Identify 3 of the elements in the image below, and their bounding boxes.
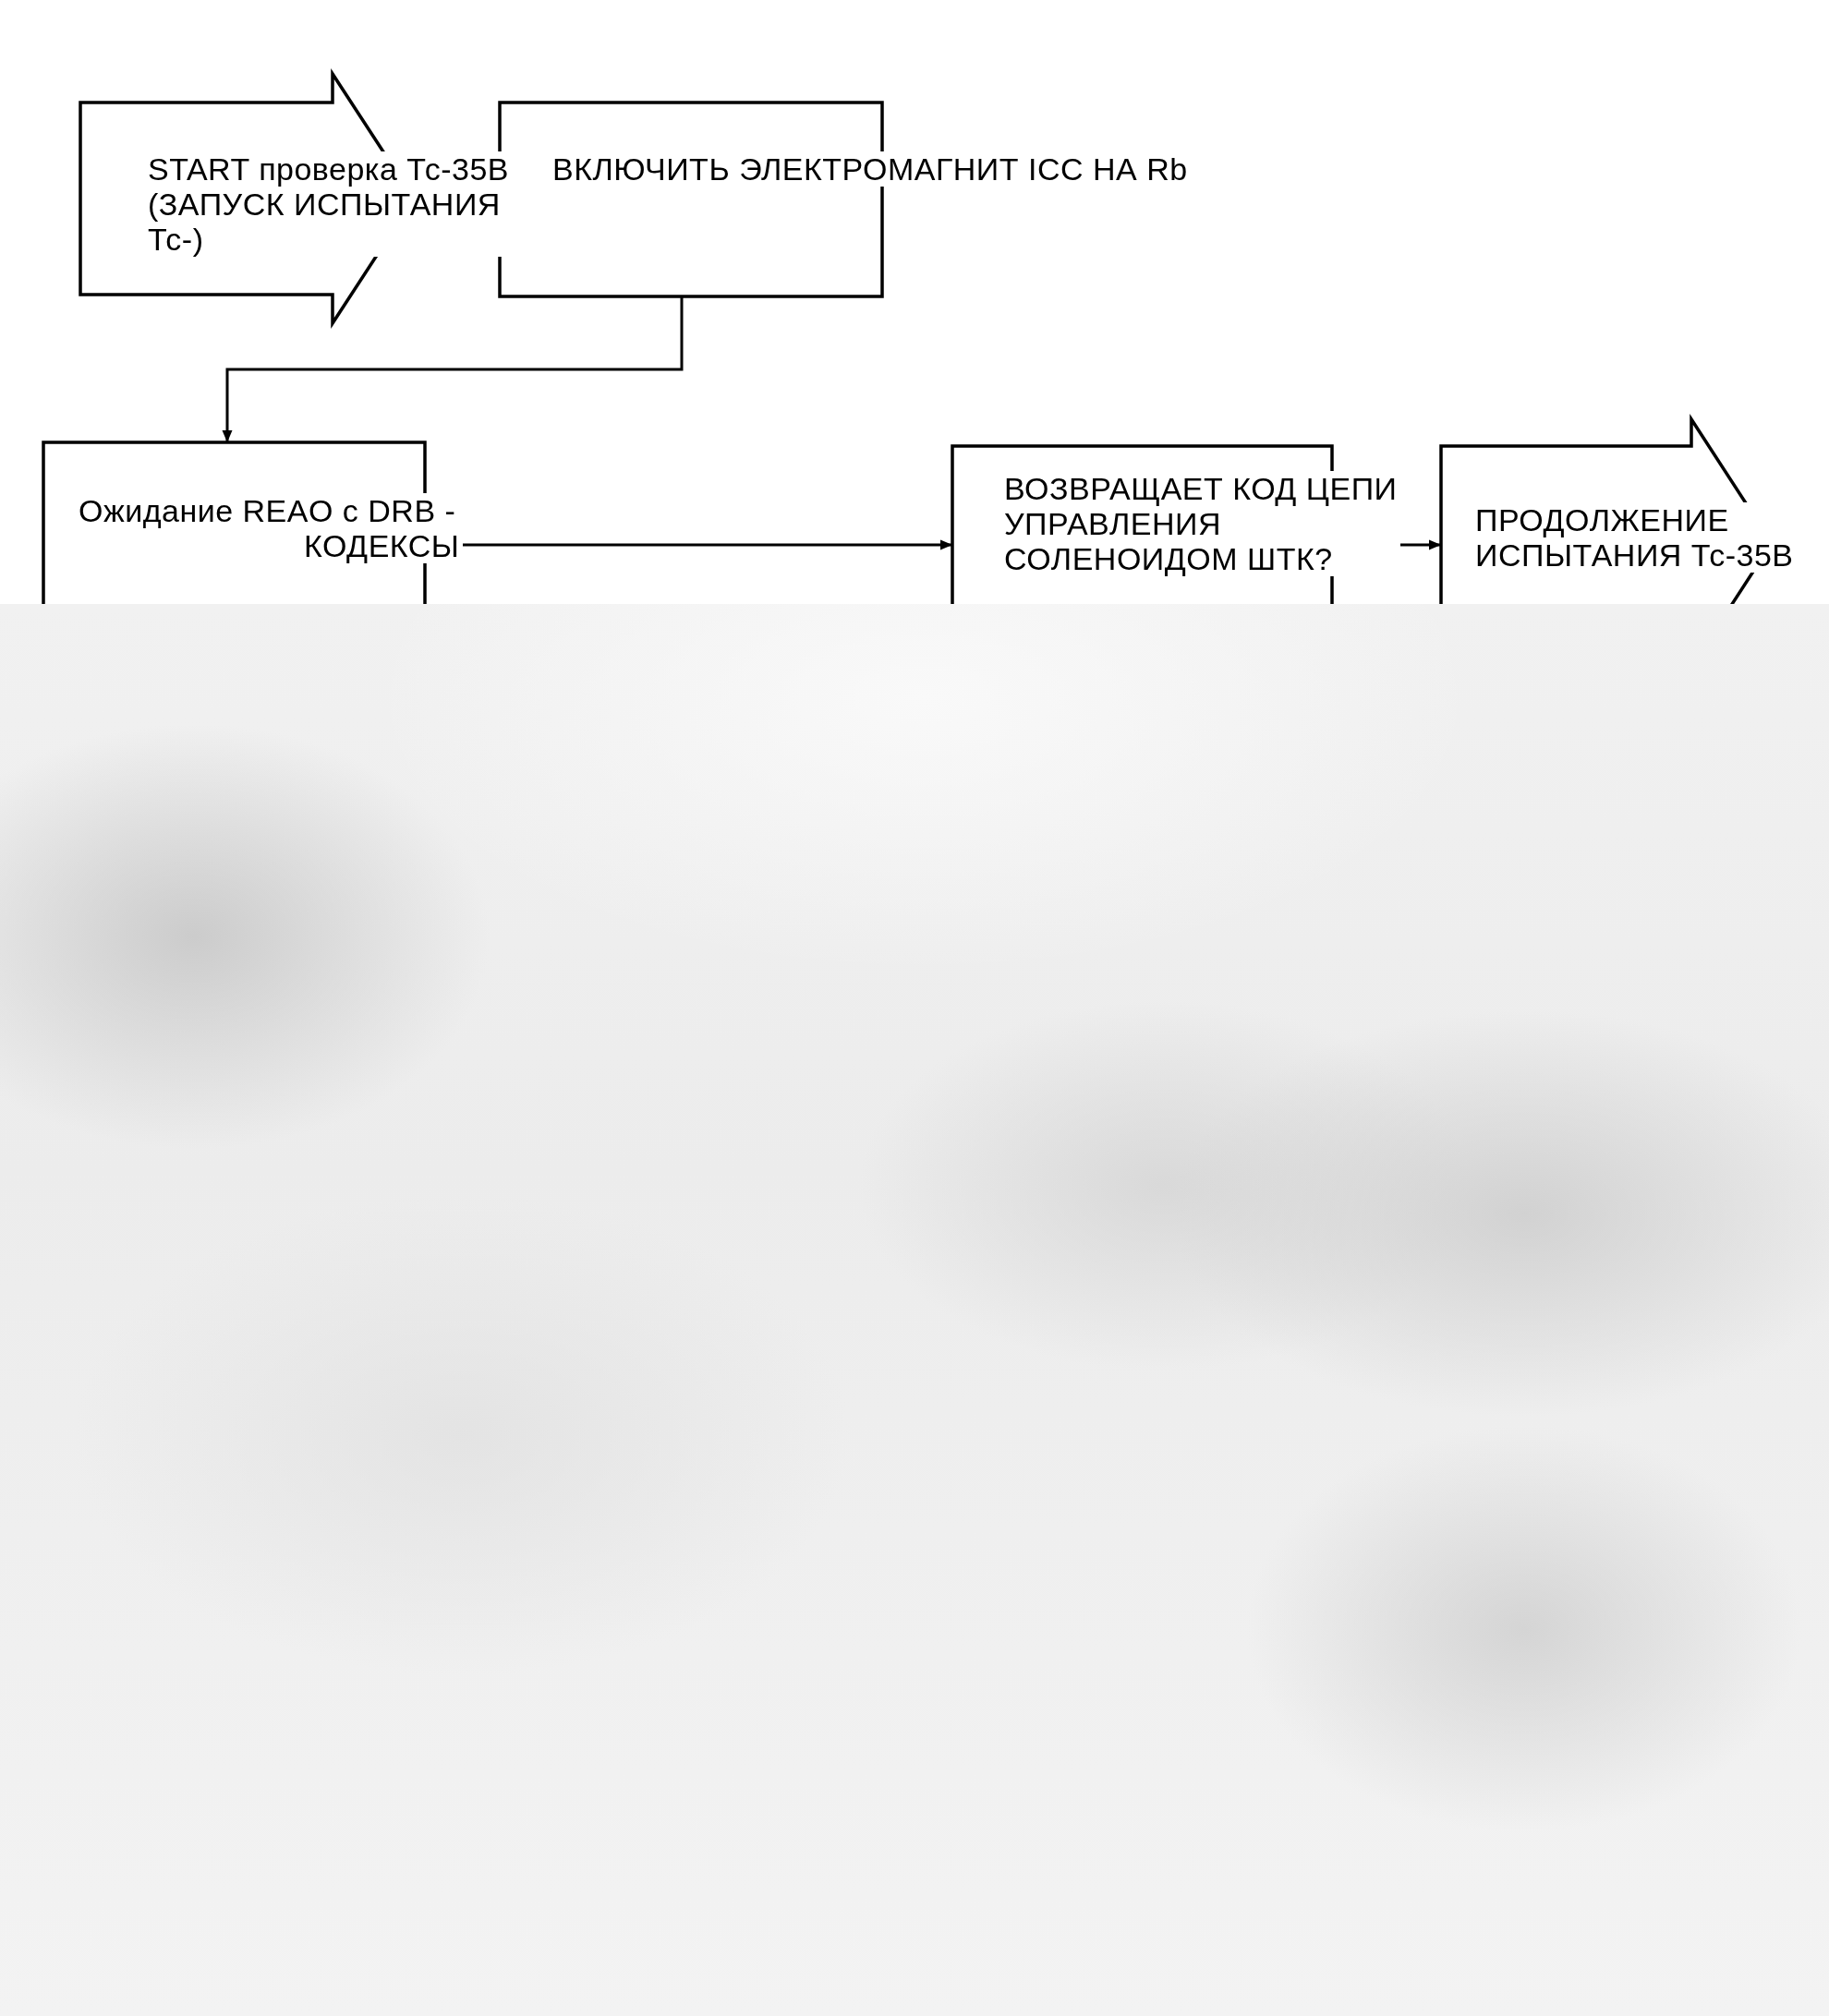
arrow — [222, 296, 684, 442]
arrow — [463, 539, 952, 550]
arrow — [1400, 539, 1441, 550]
